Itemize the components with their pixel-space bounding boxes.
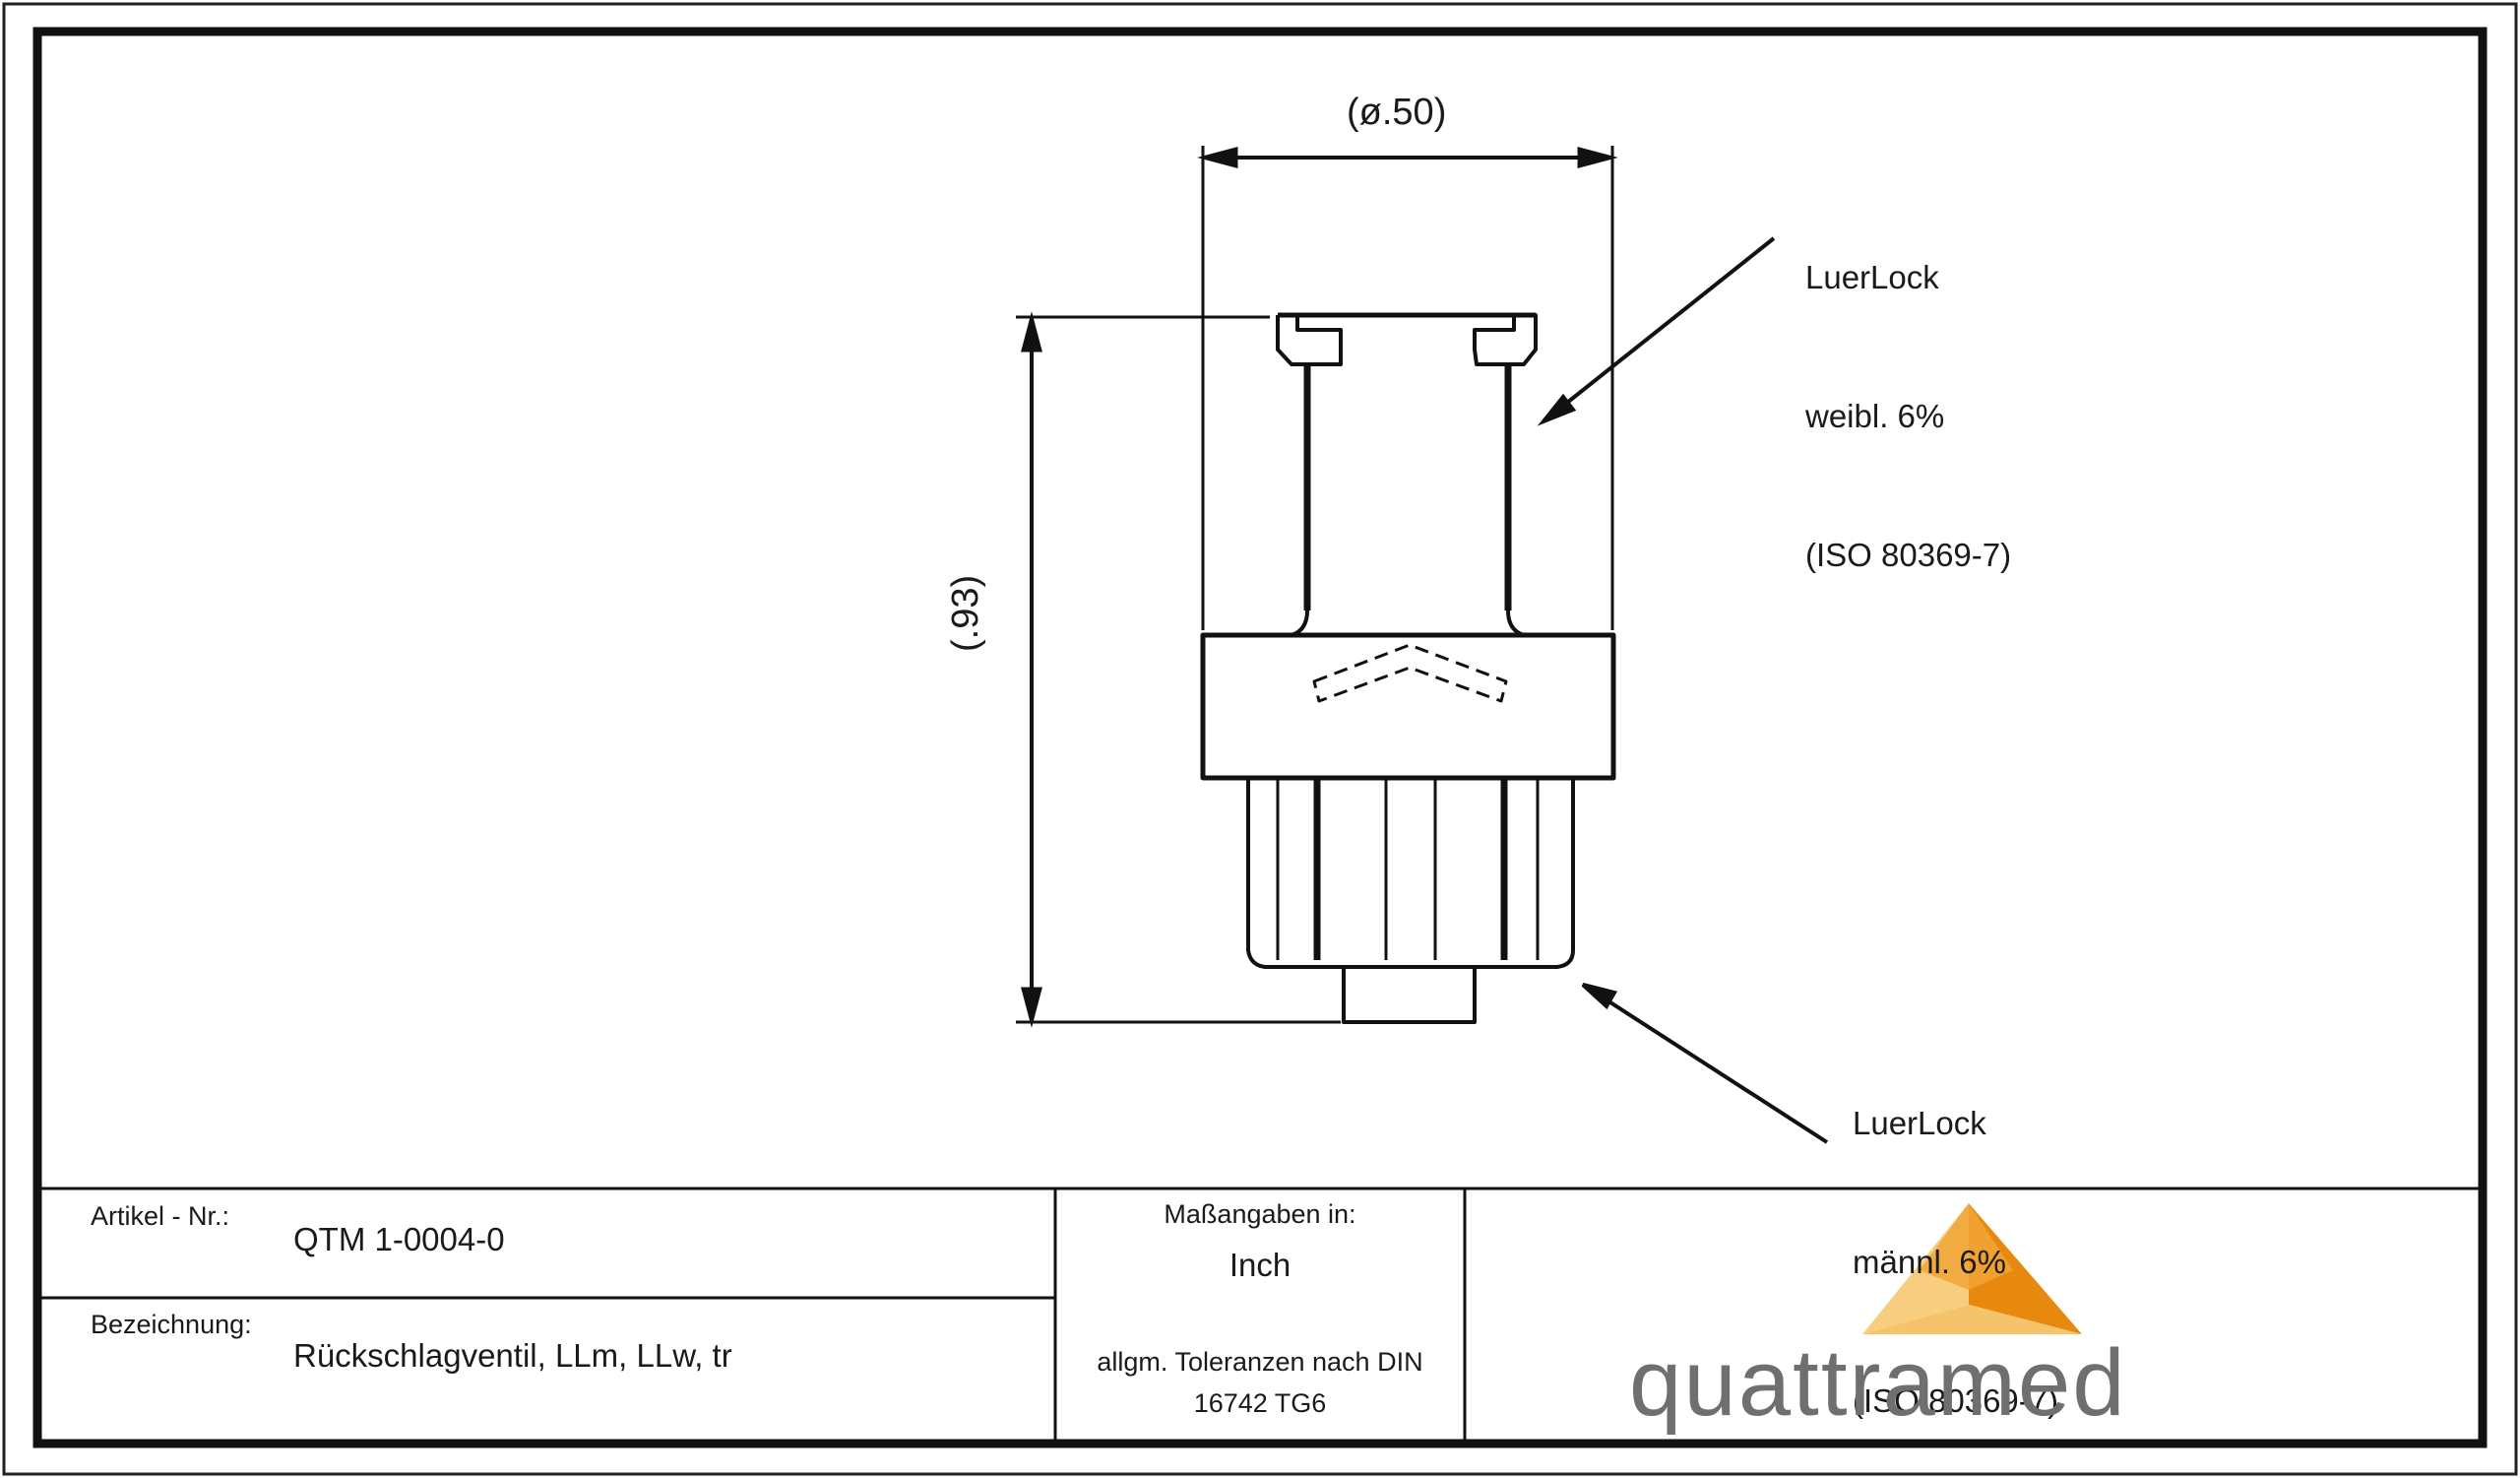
flow-direction-arrow <box>1312 643 1508 703</box>
company-logo-text: quattramed <box>1629 1330 2127 1436</box>
width-dimension <box>1197 146 1618 630</box>
designation-value: Rückschlagventil, LLm, LLw, tr <box>293 1337 732 1374</box>
annotation-female-line2: weibl. 6% <box>1805 398 1945 434</box>
width-dimension-label: (ø.50) <box>1347 92 1447 133</box>
logo-pyramid-icon <box>1862 1203 2082 1334</box>
article-number-value: QTM 1-0004-0 <box>293 1221 505 1257</box>
leader-lines <box>1537 236 1829 1144</box>
annotation-male-line3: (ISO 80369-7) <box>1853 1382 2059 1419</box>
height-dimension <box>1016 311 1341 1028</box>
annotation-female-line3: (ISO 80369-7) <box>1805 537 2012 573</box>
annotation-female-line1: LuerLock <box>1805 259 1939 295</box>
units-label: Maßangaben in: <box>1164 1199 1356 1229</box>
drawing-frame <box>32 27 2488 1448</box>
annotation-male-line2: männl. 6% <box>1853 1244 2006 1280</box>
valve-part <box>1200 312 1616 1024</box>
male-luer-collar <box>1246 778 1575 969</box>
tolerance-line2: 16742 TG6 <box>1193 1388 1327 1418</box>
female-luer-flange <box>1278 313 1538 366</box>
leader-bottom <box>1581 983 1829 1144</box>
article-number-label: Artikel - Nr.: <box>91 1201 230 1231</box>
annotation-male-luer: LuerLock männl. 6% (ISO 80369-7) <box>1853 1007 2058 1470</box>
annotation-male-line1: LuerLock <box>1853 1105 1986 1141</box>
units-value: Inch <box>1228 1247 1292 1283</box>
title-block-grid <box>37 1187 2483 1444</box>
valve-body <box>1200 632 1616 781</box>
tolerance-line1: allgm. Toleranzen nach DIN <box>1097 1347 1423 1377</box>
leader-top <box>1542 236 1776 423</box>
annotation-female-luer: LuerLock weibl. 6% (ISO 80369-7) <box>1805 161 2011 624</box>
designation-label: Bezeichnung: <box>91 1310 252 1339</box>
height-dimension-label: (.93) <box>945 574 986 652</box>
male-luer-tip <box>1342 965 1477 1024</box>
